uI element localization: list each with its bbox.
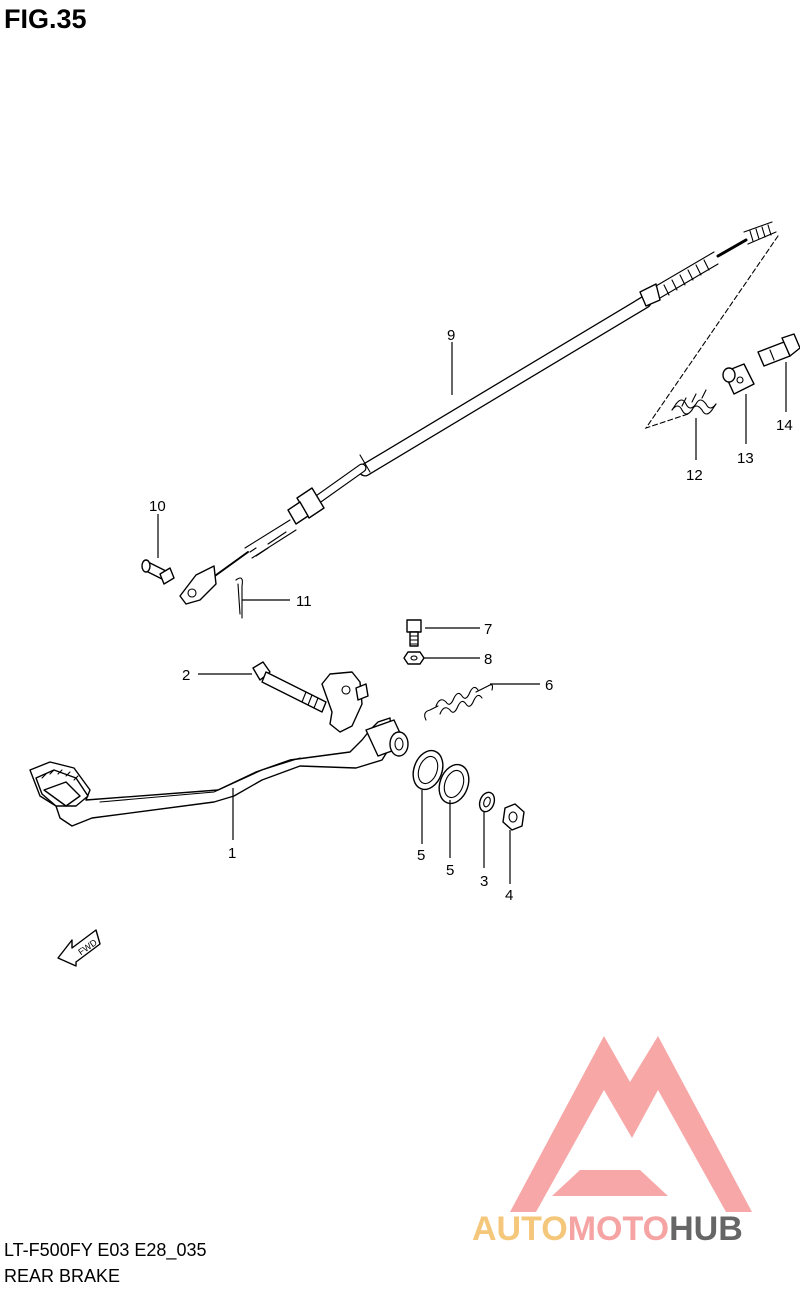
part-11-cotter-pin xyxy=(235,577,243,619)
callout-9: 9 xyxy=(447,327,455,344)
leader-lines xyxy=(157,342,787,884)
part-4-nut xyxy=(502,803,525,831)
watermark-auto: AUTO xyxy=(472,1210,568,1248)
callout-13: 13 xyxy=(737,450,754,467)
cable-boot-upper xyxy=(655,251,719,299)
model-code: LT-F500FY E03 E28_035 xyxy=(4,1240,207,1260)
callout-4: 4 xyxy=(505,887,513,904)
callout-14: 14 xyxy=(776,417,793,434)
callouts: 9 10 11 7 8 6 2 1 5 5 3 4 12 13 14 xyxy=(149,327,793,904)
callout-11: 11 xyxy=(296,593,312,610)
part-10-clevis-pin xyxy=(141,559,175,585)
callout-1: 1 xyxy=(228,845,236,862)
part-3-washer xyxy=(478,791,496,813)
callout-7: 7 xyxy=(484,621,492,638)
callout-3: 3 xyxy=(480,873,488,890)
part-14-adjusting-nut xyxy=(757,333,800,367)
fwd-arrow-icon: FWD xyxy=(57,929,101,967)
watermark-hub: HUB xyxy=(669,1210,743,1248)
logo-triangle xyxy=(510,1036,752,1212)
section-title: REAR BRAKE xyxy=(4,1266,121,1286)
callout-10: 10 xyxy=(149,498,166,515)
callout-5a: 5 xyxy=(417,847,425,864)
part-8-nut xyxy=(403,651,425,665)
watermark-text: AUTOMOTOHUB xyxy=(472,1210,743,1248)
assembly-dashed-line xyxy=(644,235,779,430)
part-7-bolt xyxy=(406,619,422,647)
callout-12: 12 xyxy=(686,467,703,484)
part-5-washer-a xyxy=(412,749,444,791)
part-1-brake-pedal xyxy=(29,671,409,827)
logo-inner-mark xyxy=(552,1170,668,1196)
part-12-spring xyxy=(671,389,717,415)
part-6-return-spring xyxy=(424,684,494,721)
figure-title: FIG.35 xyxy=(4,4,87,34)
part-2-pivot-bolt xyxy=(252,661,327,713)
part-13-joint xyxy=(722,363,755,395)
callout-2: 2 xyxy=(182,667,190,684)
part-9-brake-cable xyxy=(179,221,777,605)
callout-8: 8 xyxy=(484,651,492,668)
callout-6: 6 xyxy=(545,677,553,694)
callout-5b: 5 xyxy=(446,862,454,879)
part-5-washer-b xyxy=(438,763,470,805)
cable-boot-lower xyxy=(244,519,297,559)
watermark-moto: MOTO xyxy=(568,1210,669,1248)
watermark-logo xyxy=(510,1036,752,1212)
